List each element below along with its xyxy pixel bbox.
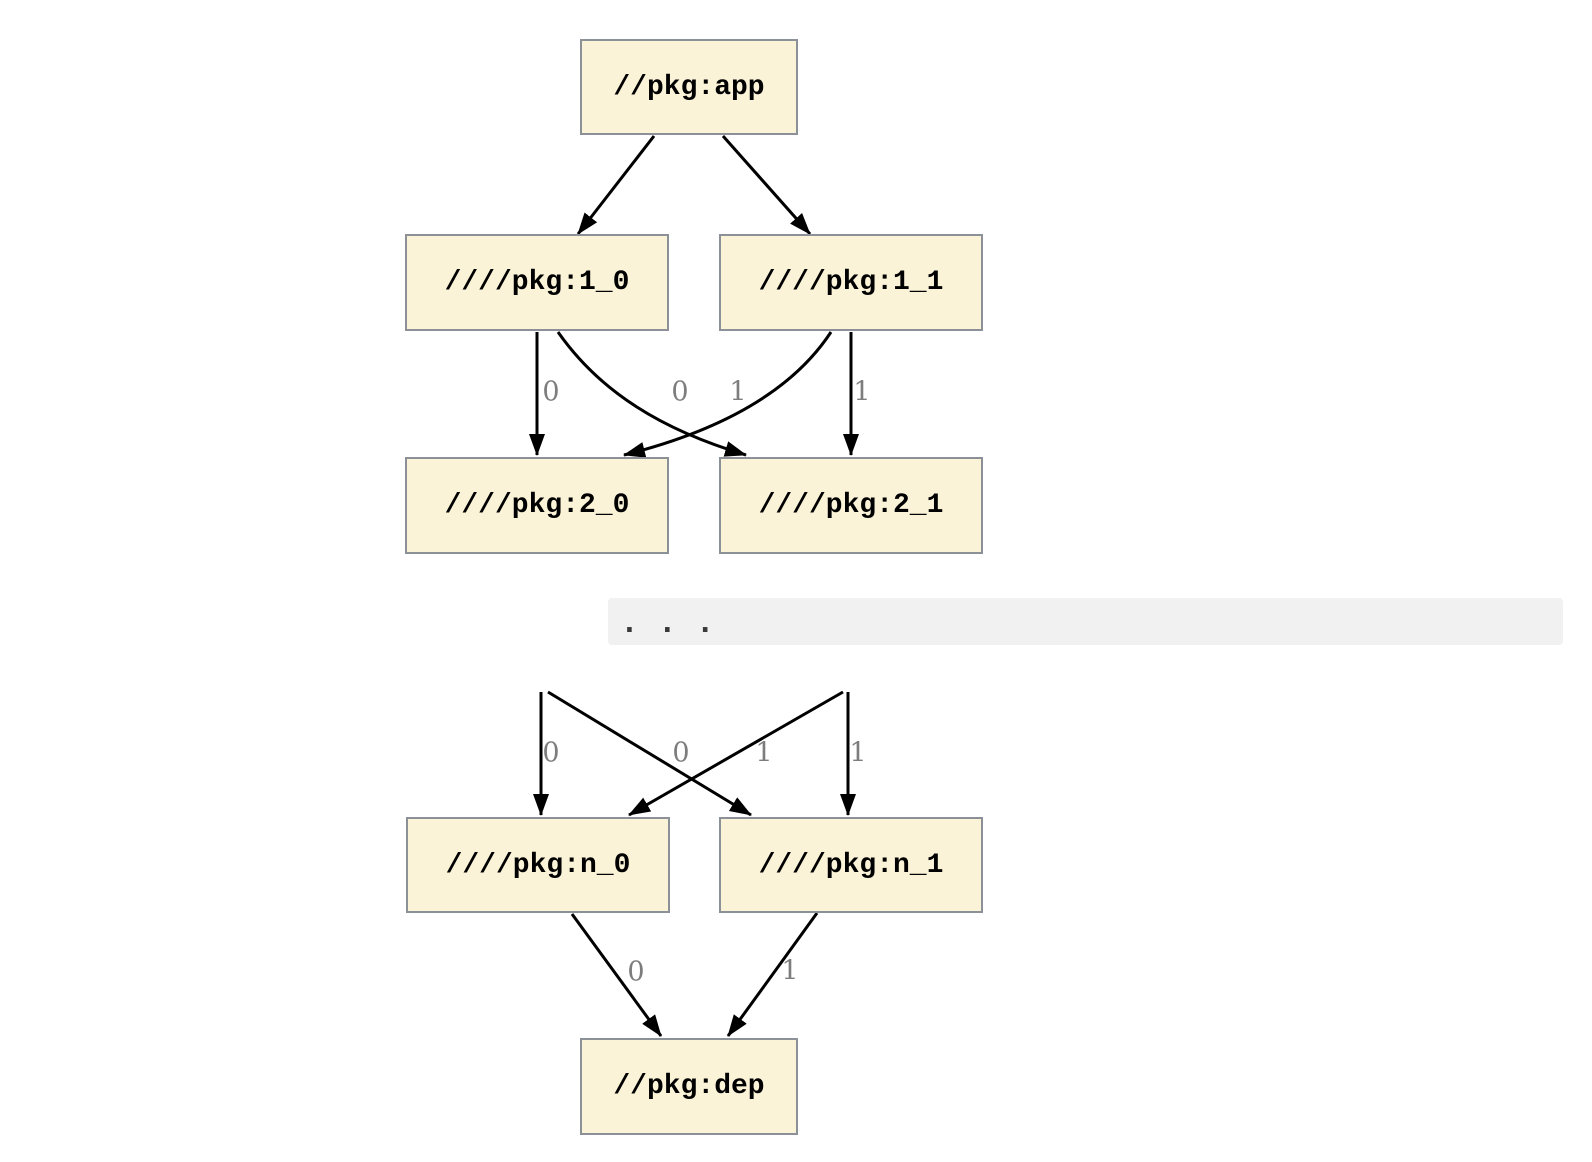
edge-label-n_0-cross: 0 (672, 737, 690, 769)
edge-label-1_0-2_0: 0 (542, 376, 560, 408)
edge-label-n_1-cross: 1 (755, 737, 773, 769)
node-pkg-n_0: ////pkg:n_0 (406, 817, 670, 913)
edge-app-to-1_1 (721, 135, 812, 235)
ellipsis-dots: ... (621, 606, 735, 639)
edge-1_1-to-2_0 (623, 331, 833, 458)
node-pkg-app: //pkg:app (580, 39, 798, 135)
edge-label-n_1-dep: 1 (781, 955, 799, 987)
node-pkg-2_0: ////pkg:2_0 (405, 457, 669, 554)
ellipsis-code-block: ... (608, 598, 1563, 645)
edge-n_1-to-dep (726, 912, 819, 1037)
node-pkg-2_1: ////pkg:2_1 (719, 457, 983, 554)
node-pkg-dep: //pkg:dep (580, 1038, 798, 1135)
edge-label-1_1-2_0: 0 (671, 376, 689, 408)
edge-1_0-to-2_1 (556, 331, 747, 457)
edge-app-to-1_0 (576, 135, 656, 235)
edge-above-to-n_1-cross (547, 690, 752, 817)
edge-n_0-to-dep (570, 913, 663, 1037)
node-pkg-1_0: ////pkg:1_0 (405, 234, 669, 331)
edge-above-to-n_0-cross (628, 690, 844, 817)
edge-label-n_1-straight: 1 (849, 737, 867, 769)
node-pkg-n_1: ////pkg:n_1 (719, 817, 983, 913)
node-pkg-1_1: ////pkg:1_1 (719, 234, 983, 331)
edge-label-n_0-straight: 0 (542, 737, 560, 769)
edge-label-n_0-dep: 0 (627, 956, 645, 988)
edge-label-1_1-2_1: 1 (853, 376, 871, 408)
edge-label-1_0-2_1: 1 (729, 376, 747, 408)
